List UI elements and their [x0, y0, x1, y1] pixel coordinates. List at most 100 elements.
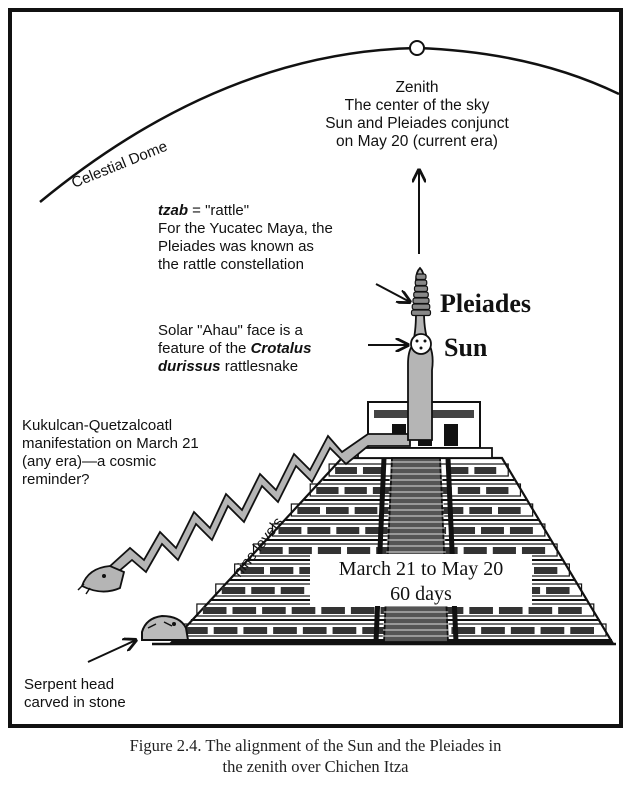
pleiades-rattle	[412, 274, 431, 316]
tzab-line1: tzab = "rattle"	[158, 202, 249, 219]
zenith-line1: Zenith	[395, 79, 438, 96]
terrace-niche	[469, 507, 492, 514]
terrace-niche	[297, 507, 320, 514]
terrace-niche	[529, 607, 553, 614]
terrace-niche	[452, 527, 475, 534]
pleiades-label: Pleiades	[440, 289, 531, 318]
terrace-niche	[347, 547, 370, 554]
terrace-niche	[270, 567, 293, 574]
sun-label: Sun	[444, 333, 488, 362]
kukulcan-line3: (any era)—a cosmic	[22, 453, 157, 470]
terrace-niche	[464, 547, 487, 554]
stone-serpent-head	[142, 616, 188, 640]
terrace-niche	[511, 627, 535, 634]
serpent-head-arrow	[88, 640, 136, 662]
terrace-niche	[534, 567, 557, 574]
solar-line3-italic: durissus	[158, 358, 221, 375]
solar-line2-italic: Crotalus	[251, 340, 312, 357]
date-box-line1: March 21 to May 20	[339, 558, 503, 580]
solar-annotation: Solar "Ahau" face is a feature of the Cr…	[158, 322, 311, 375]
date-box-line2: 60 days	[390, 583, 452, 605]
terrace-niche	[355, 507, 378, 514]
terrace-niche	[351, 607, 375, 614]
rattle-segment	[412, 304, 430, 310]
date-box: March 21 to May 20 60 days	[310, 554, 532, 606]
terrace-niche	[281, 587, 304, 594]
terrace-niche	[510, 527, 533, 534]
zenith-text: Zenith The center of the sky Sun and Ple…	[325, 79, 509, 150]
terrace-niche	[474, 467, 496, 474]
tzab-term: tzab	[158, 202, 188, 219]
terrace-niche	[333, 627, 357, 634]
terrace-niche	[458, 487, 480, 494]
tzab-equals: = "rattle"	[188, 202, 249, 219]
tzab-annotation: tzab = "rattle" For the Yucatec Maya, th…	[158, 202, 333, 273]
solar-line2-plain: feature of the	[158, 340, 251, 357]
terrace-niche	[336, 527, 359, 534]
terrace-niche	[481, 527, 504, 534]
zenith-line4: on May 20 (current era)	[336, 133, 498, 150]
serpent-head-line1: Serpent head	[24, 676, 114, 693]
kukulcan-line2: manifestation on March 21	[22, 435, 199, 452]
temple-door-right	[444, 424, 458, 446]
terrace-niche	[292, 607, 316, 614]
rattle-segment	[413, 298, 429, 304]
rattle-segment	[414, 292, 429, 298]
rattle-segment	[412, 310, 431, 316]
terrace-niche	[273, 627, 297, 634]
terrace-niche	[469, 607, 493, 614]
terrace-niche	[335, 467, 357, 474]
terrace-niche	[222, 587, 245, 594]
terrace-niche	[203, 607, 227, 614]
solar-line3: durissus rattlesnake	[158, 358, 298, 375]
terrace-niche	[289, 547, 312, 554]
terrace-niche	[541, 627, 565, 634]
terrace-niche	[546, 587, 569, 594]
terrace-niche	[345, 487, 367, 494]
terrace-niche	[318, 547, 341, 554]
terrace-niche	[214, 627, 238, 634]
terrace-niche	[316, 487, 338, 494]
terrace-niche	[481, 627, 505, 634]
terrace-niche	[321, 607, 345, 614]
zenith-line3: Sun and Pleiades conjunct	[325, 115, 509, 132]
kukulcan-line1: Kukulcan-Quetzalcoatl	[22, 417, 172, 434]
tzab-line3: Pleiades was known as	[158, 238, 314, 255]
terrace-niche	[493, 547, 516, 554]
celestial-dome-label: Celestial Dome	[69, 138, 170, 192]
serpent-shadow-head	[78, 566, 124, 594]
figure-caption: Figure 2.4. The alignment of the Sun and…	[0, 735, 631, 777]
terrace-niche	[499, 607, 523, 614]
rattle-segment	[416, 274, 426, 280]
terrace-niche	[486, 487, 508, 494]
kukulcan-line4: reminder?	[22, 471, 90, 488]
terrace-niche	[498, 507, 521, 514]
pleiades-pointer-arrow	[376, 284, 410, 302]
terrace-niche	[303, 627, 327, 634]
terrace-niche	[262, 607, 286, 614]
rattle-segment	[415, 280, 427, 286]
terrace-niche	[365, 527, 388, 534]
terrace-niche	[307, 527, 330, 534]
terrace-niche	[326, 507, 349, 514]
solar-line1: Solar "Ahau" face is a	[158, 322, 304, 339]
terrace-niche	[522, 547, 545, 554]
figure-frame: Celestial Dome Zenith The center of the …	[8, 8, 623, 728]
terrace-niche	[251, 587, 274, 594]
kukulcan-annotation: Kukulcan-Quetzalcoatl manifestation on M…	[22, 417, 199, 488]
serpent-head-line2: carved in stone	[24, 694, 126, 711]
terrace-niche	[232, 607, 256, 614]
solar-line3-plain: rattlesnake	[221, 358, 299, 375]
terrace-niche	[570, 627, 594, 634]
rattle-segment	[415, 286, 428, 292]
zenith-line2: The center of the sky	[345, 97, 490, 114]
tzab-line2: For the Yucatec Maya, the	[158, 220, 333, 237]
temple-base	[358, 448, 492, 458]
terrace-niche	[243, 627, 267, 634]
tzab-line4: the rattle constellation	[158, 256, 304, 273]
serpent-head-annotation: Serpent head carved in stone	[24, 676, 126, 711]
zenith-point	[410, 41, 424, 55]
caption-line1: Figure 2.4. The alignment of the Sun and…	[0, 735, 631, 756]
diagram-svg: Celestial Dome Zenith The center of the …	[12, 12, 619, 724]
